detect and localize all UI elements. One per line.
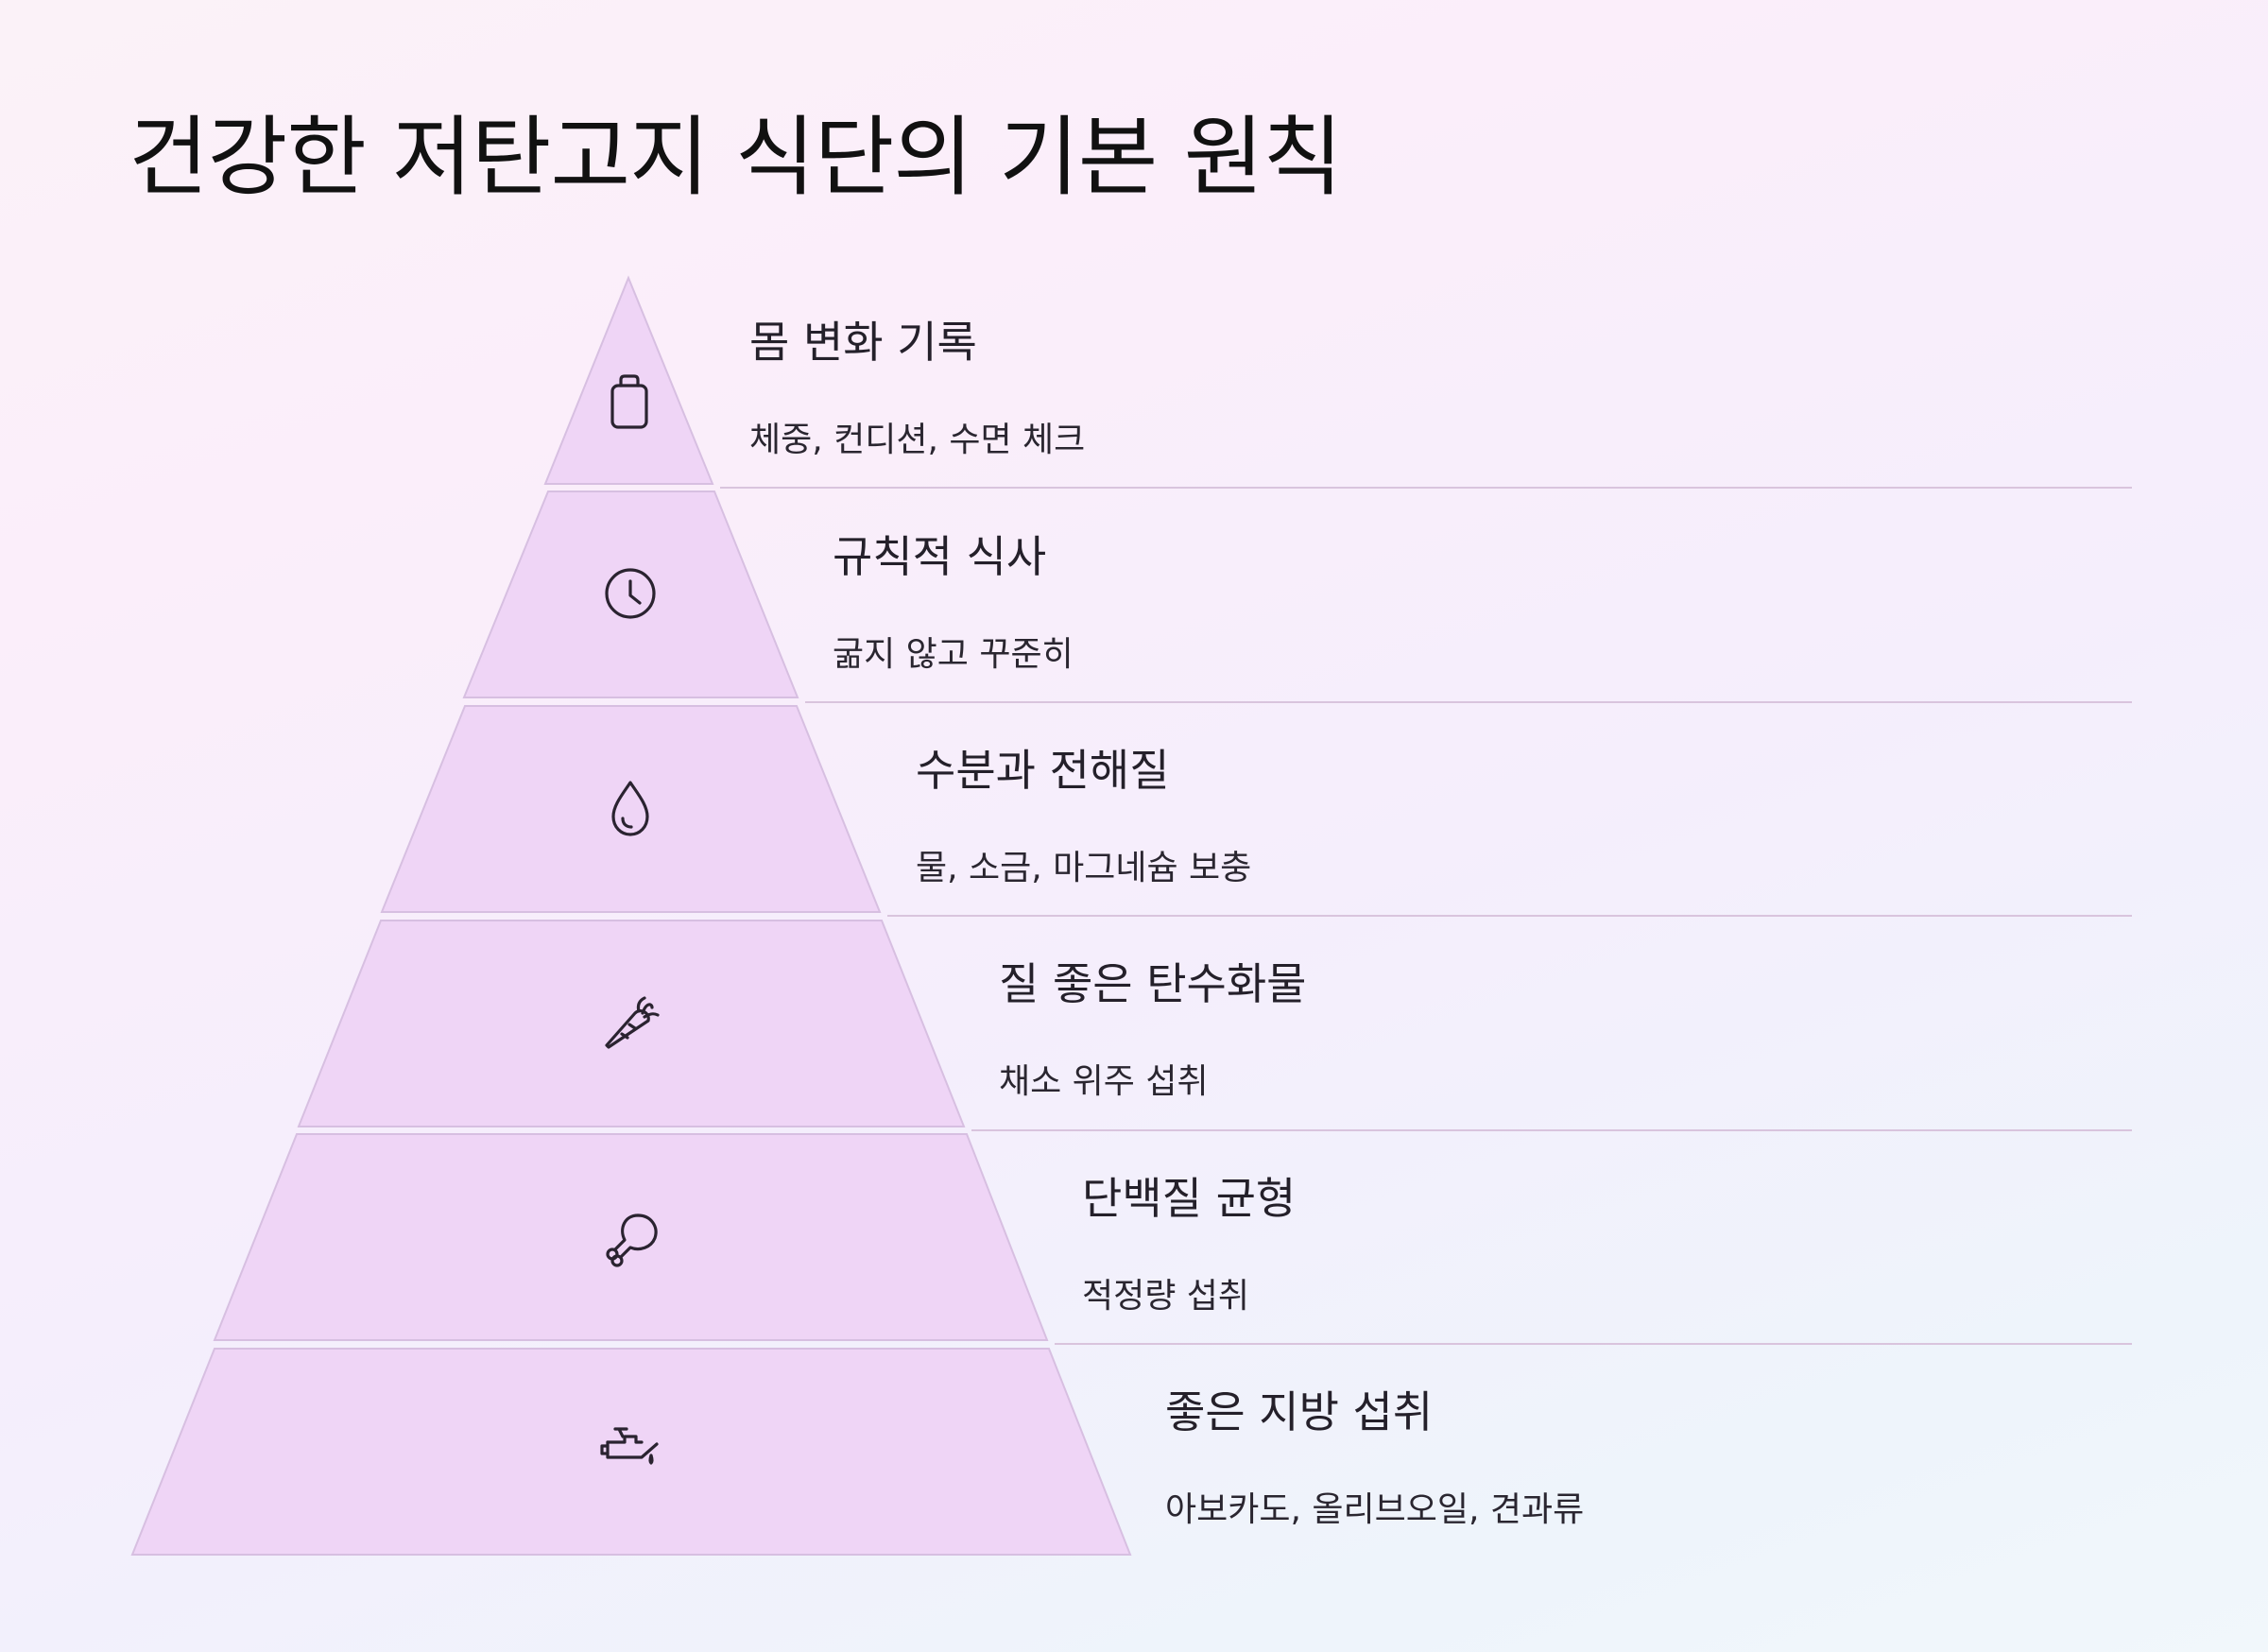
oil-can-icon	[600, 1427, 659, 1465]
pyramid-tier-4	[297, 920, 966, 1127]
tier-label-3: 수분과 전해질 물, 소금, 마그네슘 보충	[916, 736, 1251, 889]
tier-title: 규칙적 식사	[833, 531, 1047, 582]
carrot-icon	[605, 996, 660, 1049]
clipboard-icon	[610, 374, 648, 429]
pyramid-tier-6	[130, 1348, 1132, 1556]
tier-description: 체중, 컨디션, 수면 체크	[749, 421, 1086, 459]
pyramid-tier-1	[543, 275, 714, 485]
pyramid-tier-5	[213, 1133, 1049, 1341]
tier-label-2: 규칙적 식사 굶지 않고 꾸준히	[833, 523, 1074, 676]
page-title: 건강한 저탄고지 식단의 기본 원칙	[129, 107, 1343, 208]
tier-label-5: 단백질 균형 적정량 섭취	[1082, 1164, 1296, 1317]
water-drop-icon	[611, 781, 649, 836]
tier-label-4: 질 좋은 탄수화물 채소 위주 섭취	[999, 950, 1306, 1103]
tier-description: 굶지 않고 꾸준히	[833, 635, 1074, 674]
tier-title: 수분과 전해질	[916, 745, 1170, 796]
tier-title: 질 좋은 탄수화물	[999, 958, 1307, 1009]
tier-title: 좋은 지방 섭취	[1165, 1386, 1434, 1437]
pyramid-tier-3	[380, 705, 882, 913]
drumstick-icon	[606, 1213, 658, 1267]
tier-label-1: 몸 변화 기록 체중, 컨디션, 수면 체크	[749, 308, 1085, 461]
tier-title: 몸 변화 기록	[749, 317, 977, 368]
tier-label-6: 좋은 지방 섭취 아보카도, 올리브오일, 견과류	[1165, 1378, 1584, 1531]
tier-description: 물, 소금, 마그네슘 보충	[916, 849, 1252, 887]
clock-icon	[605, 568, 656, 619]
tier-description: 채소 위주 섭취	[999, 1062, 1209, 1101]
tier-description: 아보카도, 올리브오일, 견과류	[1165, 1490, 1585, 1529]
tier-description: 적정량 섭취	[1082, 1277, 1250, 1316]
tier-title: 단백질 균형	[1082, 1173, 1297, 1224]
